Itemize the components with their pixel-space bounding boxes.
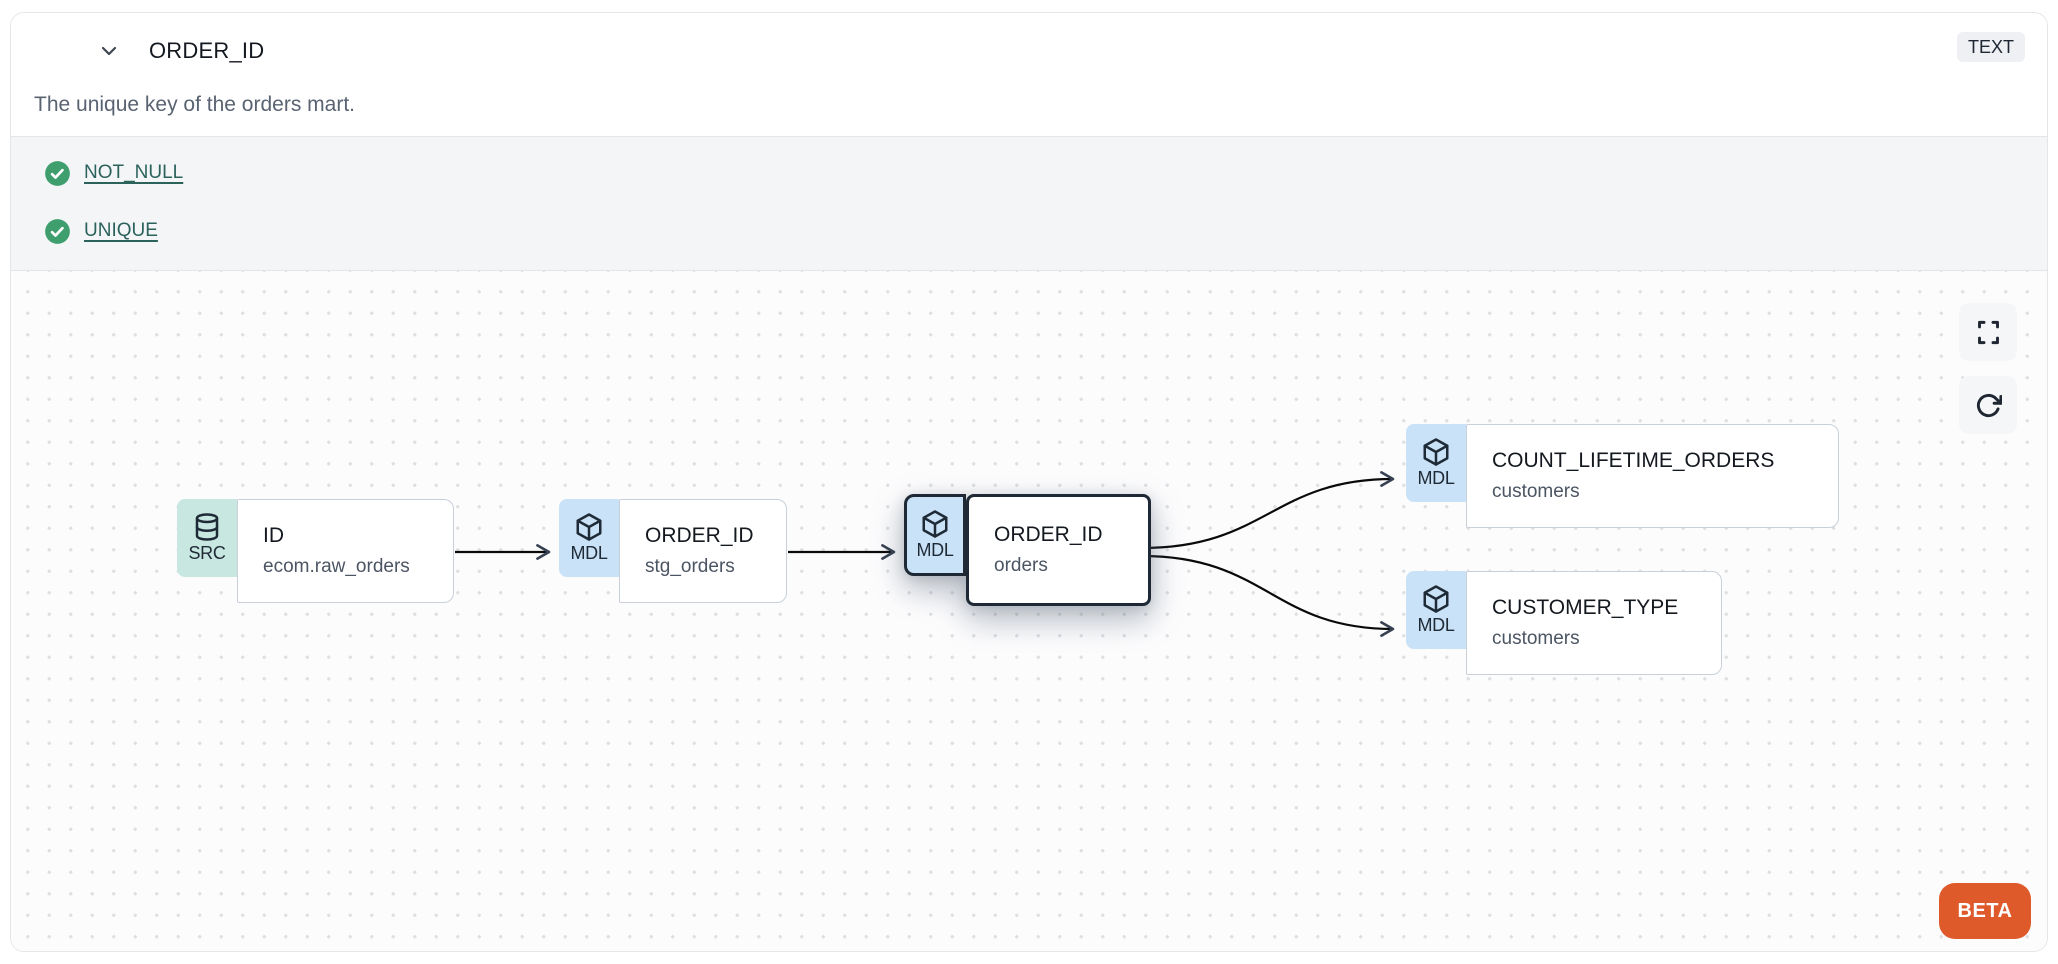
node-card: COUNT_LIFETIME_ORDERS customers — [1466, 424, 1839, 528]
cube-icon — [576, 513, 602, 541]
check-circle-icon — [45, 160, 70, 186]
beta-badge: BETA — [1939, 883, 2031, 939]
lineage-node-count-lifetime-orders[interactable]: MDL COUNT_LIFETIME_ORDERS customers — [1406, 424, 1839, 528]
badge-label: MDL — [916, 540, 954, 560]
node-subtitle: ecom.raw_orders — [263, 556, 410, 577]
badge-label: SRC — [188, 543, 226, 563]
cube-icon — [922, 510, 948, 538]
data-type-badge: TEXT — [1956, 32, 2025, 62]
node-card: ORDER_ID stg_orders — [619, 499, 787, 603]
lineage-node-source-id[interactable]: SRC ID ecom.raw_orders — [177, 499, 454, 603]
lineage-canvas[interactable]: SRC ID ecom.raw_orders MDL ORDER_ID stg_… — [11, 271, 2047, 951]
edge-orders-count — [1141, 471, 1395, 550]
refresh-icon — [1976, 393, 2002, 417]
model-badge: MDL — [1406, 424, 1466, 502]
node-title: ID — [263, 524, 284, 547]
node-title: CUSTOMER_TYPE — [1492, 596, 1679, 619]
panel-header: ORDER_ID TEXT The unique key of the orde… — [11, 13, 2047, 136]
database-icon — [195, 513, 219, 541]
model-badge: MDL — [1406, 571, 1466, 649]
node-card: ID ecom.raw_orders — [237, 499, 454, 603]
node-subtitle: orders — [994, 555, 1048, 576]
test-row: UNIQUE — [44, 216, 2047, 246]
lineage-node-stg-orders[interactable]: MDL ORDER_ID stg_orders — [559, 499, 787, 603]
model-badge: MDL — [559, 499, 619, 577]
node-title: ORDER_ID — [994, 523, 1103, 546]
tests-section: NOT_NULL UNIQUE — [11, 136, 2047, 271]
cube-icon — [1423, 438, 1449, 466]
lineage-node-customer-type[interactable]: MDL CUSTOMER_TYPE customers — [1406, 571, 1722, 675]
lineage-node-orders-selected[interactable]: MDL ORDER_ID orders — [904, 494, 1151, 606]
node-subtitle: customers — [1492, 481, 1580, 502]
column-name-title: ORDER_ID — [149, 38, 265, 63]
badge-label: MDL — [570, 543, 608, 563]
test-row: NOT_NULL — [44, 158, 2047, 188]
source-badge: SRC — [177, 499, 237, 577]
lineage-edges — [455, 471, 1395, 637]
refresh-button[interactable] — [1959, 376, 2017, 434]
node-subtitle: stg_orders — [645, 556, 735, 577]
node-card: ORDER_ID orders — [966, 494, 1151, 606]
model-badge: MDL — [904, 494, 966, 576]
check-circle-icon — [45, 218, 70, 244]
cube-icon — [1423, 585, 1449, 613]
column-description: The unique key of the orders mart. — [34, 93, 355, 116]
fullscreen-button[interactable] — [1959, 303, 2017, 361]
node-title: ORDER_ID — [645, 524, 754, 547]
edge-orders-ctype — [1141, 554, 1395, 637]
test-link-not-null[interactable]: NOT_NULL — [84, 162, 184, 183]
collapse-toggle[interactable] — [95, 37, 123, 65]
test-link-unique[interactable]: UNIQUE — [84, 220, 158, 241]
chevron-down-icon — [101, 46, 117, 56]
badge-label: MDL — [1417, 468, 1455, 488]
node-card: CUSTOMER_TYPE customers — [1466, 571, 1722, 675]
badge-label: MDL — [1417, 615, 1455, 635]
node-subtitle: customers — [1492, 628, 1580, 649]
node-title: COUNT_LIFETIME_ORDERS — [1492, 449, 1775, 472]
fullscreen-icon — [1977, 320, 1999, 344]
column-details-panel: ORDER_ID TEXT The unique key of the orde… — [10, 12, 2048, 952]
